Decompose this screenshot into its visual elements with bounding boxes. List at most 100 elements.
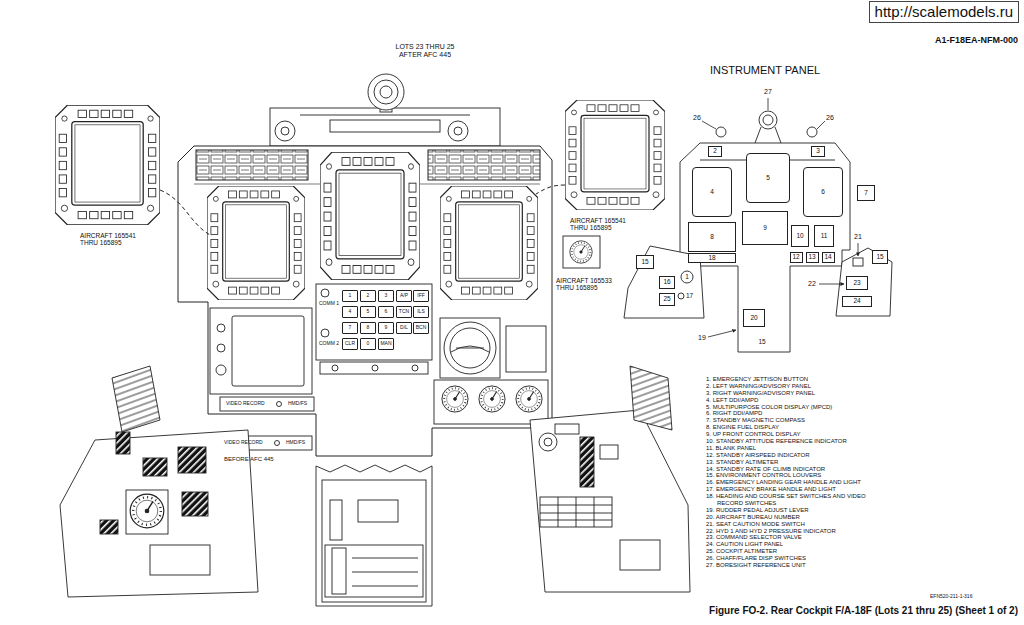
standby-instrument [479,386,505,412]
standby-instrument [442,386,468,412]
switch-label: HMD/FS [288,401,307,407]
left-console [143,458,167,476]
parts-list-item: 16. EMERGENCY LANDING GEAR HANDLE AND LI… [706,479,878,486]
callout-box: 3 [811,146,825,157]
callout-number: 9 [763,224,767,231]
effectivity-note: AIRCRAFT 165533 THRU 165895 [556,277,626,292]
callout-number: MAN [380,341,391,347]
parts-list-item: 1. EMERGENCY JETTISON BUTTON [706,376,878,383]
callout-number: 8 [367,325,370,331]
instrument-panel [178,146,552,456]
callout-number: 5 [766,174,770,181]
callout-number: 10 [796,232,803,239]
callout-number: 4 [349,309,352,315]
left-console [126,490,168,534]
display-unit [55,100,665,300]
callout-box: 12 [790,252,803,263]
center-pedestal [325,545,423,597]
keypad-key: 1 [342,290,358,302]
up-front-control [316,284,432,374]
keypad-key: 9 [378,322,394,334]
display-unit [55,105,160,225]
keypad-key: 2 [360,290,376,302]
callout-box: 9 [742,211,788,245]
glareshield [275,121,295,141]
callout-box: 11 [814,225,834,247]
callout-number: 23 [853,279,860,286]
panel-key-outline [678,293,684,299]
center-pedestal [352,558,418,559]
callout-number: 7 [349,325,352,331]
engine-fuel-display [277,402,282,407]
right-console [540,505,612,506]
callout-box: 5 [746,153,790,203]
callout-number: 14 [824,253,831,260]
engine-fuel-display [217,324,225,332]
callout-number: 26 [826,114,834,122]
keypad-key: 0 [360,338,376,350]
parts-list-item: 20. AIRCRAFT BUREAU NUMBER [706,514,878,521]
standby-instrument [440,318,500,378]
instrument-panel [178,146,552,456]
panel-key-outline [807,127,817,137]
keypad-key: ILS [413,306,429,318]
keypad-key: 7 [342,322,358,334]
engine-fuel-display [275,441,280,446]
panel-key-outline [680,143,850,352]
right-console [620,540,660,570]
right-console [594,497,595,527]
leader-line [702,98,858,337]
standby-instrument [444,322,496,374]
callout-number: 17 [686,292,693,299]
callout-number: 21 [854,233,862,241]
leader-line [819,284,844,285]
center-pedestal [316,465,432,606]
up-front-control [320,362,428,374]
callout-number: 7 [864,189,868,196]
panel-heading: INSTRUMENT PANEL [710,64,820,77]
left-console [150,545,210,575]
leader-line [858,243,859,256]
callout-number: CLR [345,341,355,347]
glareshield [374,80,398,104]
effectivity-note: AIRCRAFT 165541 THRU 165895 [80,232,150,247]
parts-list-item: 17. EMERGENCY BRAKE HANDLE AND LIGHT [706,486,878,493]
callout-number: 4 [710,188,714,195]
left-console [130,494,164,528]
control-label: COMM 1 [319,301,339,307]
panel-key-outline [775,127,781,143]
center-pedestal [358,500,398,522]
parts-list-item: 18. HEADING AND COURSE SET SWITCHES AND … [706,493,878,507]
instrument-panel [196,150,308,180]
panel-key-outline [836,248,892,316]
glareshield [281,127,289,135]
dashed-reference-line [536,185,565,194]
control-label: COMM 2 [319,341,339,347]
right-console [580,437,594,487]
left-console [100,520,118,534]
keypad-key: 5 [360,306,376,318]
engine-fuel-display [210,308,314,450]
callout-number: 8 [710,233,714,240]
up-front-control [316,284,432,360]
watermark: http://scalemodels.ru [869,1,1019,22]
callout-box: 25 [659,293,675,306]
callout-box: 24 [842,296,872,307]
callout-box: 20 [743,309,765,327]
callout-number: D/L [400,325,408,331]
parts-list-item: 4. LEFT DDI/AMPD [706,397,878,404]
callout-number: 18 [708,254,715,261]
right-console [544,438,552,446]
callout-number: 0 [367,341,370,347]
parts-list-item: 24. CAUTION LIGHT PANEL [706,541,878,548]
callout-number: 19 [698,334,706,342]
engine-fuel-display [210,308,312,394]
glareshield [380,86,392,98]
standby-instrument [506,326,546,372]
parts-list-item: 19. RUDDER PEDAL ADJUST LEVER [706,507,878,514]
leader-line [768,98,769,110]
up-front-control [412,365,418,371]
keypad-key: 4 [342,306,358,318]
